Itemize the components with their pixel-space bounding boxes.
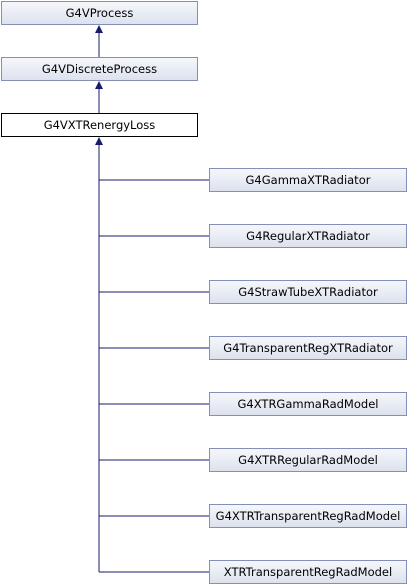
class-node-g4regularxtradiator[interactable]: G4RegularXTRadiator (209, 224, 407, 248)
class-label: G4VProcess (65, 6, 134, 20)
class-label: G4XTRGammaRadModel (237, 397, 379, 411)
class-label: G4StrawTubeXTRadiator (238, 285, 378, 299)
class-node-g4xtrtransparentregradmodel[interactable]: G4XTRTransparentRegRadModel (209, 504, 407, 528)
class-label: G4VDiscreteProcess (41, 62, 158, 76)
arrowhead-xtrenergyloss (95, 137, 103, 145)
class-label: G4XTRTransparentRegRadModel (215, 509, 401, 523)
class-node-g4gammaxtradiator[interactable]: G4GammaXTRadiator (209, 168, 407, 192)
class-label: G4RegularXTRadiator (246, 229, 370, 243)
class-label: XTRTransparentRegRadModel (223, 565, 393, 579)
class-node-xtrtransparentregradmodel[interactable]: XTRTransparentRegRadModel (209, 560, 407, 584)
class-node-g4transparentregxtradiator[interactable]: G4TransparentRegXTRadiator (209, 336, 407, 360)
class-label: G4TransparentRegXTRadiator (223, 341, 393, 355)
class-label: G4VXTRenergyLoss (43, 118, 156, 132)
class-label: G4XTRRegularRadModel (238, 453, 378, 467)
arrowhead-discrete (95, 81, 103, 89)
class-label: G4GammaXTRadiator (245, 173, 371, 187)
class-node-g4xtrregularradmodel[interactable]: G4XTRRegularRadModel (209, 448, 407, 472)
class-node-g4xtrgammaradmodel[interactable]: G4XTRGammaRadModel (209, 392, 407, 416)
class-node-g4vxtrenergyloss: G4VXTRenergyLoss (1, 113, 198, 137)
class-node-g4strawtubextradiator[interactable]: G4StrawTubeXTRadiator (209, 280, 407, 304)
class-node-g4vprocess[interactable]: G4VProcess (1, 1, 198, 25)
arrowhead-process (95, 25, 103, 33)
class-node-g4vdiscreteprocess[interactable]: G4VDiscreteProcess (1, 57, 198, 81)
